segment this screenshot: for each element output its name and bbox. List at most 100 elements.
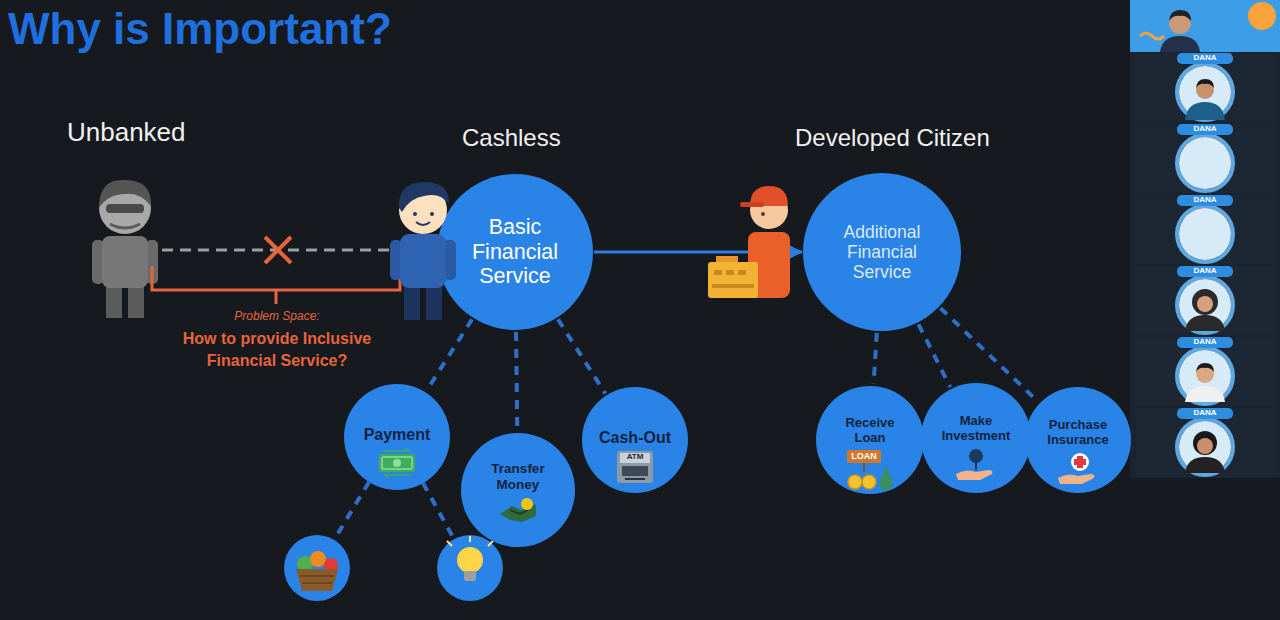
node-label: Additional Financial Service	[817, 222, 947, 282]
participant-hair	[1196, 363, 1214, 372]
logo-text: DANA	[1193, 408, 1216, 419]
person-eye	[413, 212, 417, 216]
person-arm	[92, 240, 104, 284]
video-tile	[1136, 195, 1276, 264]
handshake-symbol	[496, 496, 540, 526]
person-leg	[404, 282, 420, 320]
cashier-figure	[708, 186, 790, 298]
tile-ring	[1177, 348, 1233, 404]
sun-decoration	[1248, 2, 1276, 30]
person-hair	[99, 180, 151, 208]
register-key	[726, 270, 734, 275]
tile-circle	[1179, 350, 1231, 402]
dashed-connector	[427, 319, 472, 390]
cross-mark	[265, 237, 291, 263]
node-label: Receive Loan	[829, 416, 911, 446]
person-leg	[128, 282, 144, 318]
cross-mark	[265, 237, 291, 263]
dashed-connector	[558, 319, 605, 393]
bulb-icon-circle	[437, 535, 503, 601]
slide-title: Why is Important?	[8, 4, 392, 55]
person-hair	[399, 182, 449, 212]
logo-band	[1177, 408, 1233, 419]
person-mouth	[110, 224, 140, 228]
circle-fill	[344, 384, 450, 490]
tile-circle	[1179, 421, 1231, 473]
bulb-base	[464, 571, 476, 581]
arrow-head	[396, 243, 408, 257]
video-panel	[1130, 0, 1280, 478]
register-screen	[716, 256, 738, 264]
cashless-person	[390, 182, 456, 320]
circle-fill	[803, 173, 961, 331]
investment-symbol	[954, 448, 998, 482]
text-label: LOAN	[851, 452, 877, 462]
tile-ring	[1177, 419, 1233, 475]
participant-body	[1185, 457, 1225, 473]
logo-text: DANA	[1193, 195, 1216, 206]
participant-head	[1197, 438, 1213, 454]
person-leg	[106, 282, 122, 318]
exchange-arrow	[385, 475, 411, 478]
logo-band	[1177, 337, 1233, 348]
video-tile	[1136, 124, 1276, 193]
dashed-arrow-line	[162, 249, 396, 252]
atm-slot	[625, 478, 645, 480]
transfer-icon	[496, 496, 540, 526]
text-label: How to provide Inclusive Financial Servi…	[161, 328, 393, 373]
cashier-body	[748, 232, 790, 298]
logo-text: DANA	[1193, 53, 1216, 64]
dashed-connector	[516, 332, 517, 431]
payment-leaders	[334, 482, 454, 540]
atm-sign	[620, 453, 650, 463]
person-arm	[390, 240, 402, 280]
tile-ring	[1177, 277, 1233, 333]
bulb-glass	[457, 547, 483, 573]
icon-circle	[437, 535, 503, 601]
cap-brim	[740, 202, 764, 207]
hand	[1058, 474, 1095, 484]
money-bag	[880, 468, 893, 490]
dashed-connector	[919, 324, 951, 387]
coin-stem	[975, 462, 977, 470]
node-label: Basic Financial Service	[454, 215, 576, 289]
exchange-arrow	[383, 448, 409, 451]
cashier-head	[750, 191, 788, 229]
video-tile	[1136, 337, 1276, 406]
participant-hair	[1193, 431, 1217, 455]
loan-sign	[847, 450, 881, 463]
atm-screen	[622, 466, 648, 476]
vegetable	[324, 558, 338, 572]
text-label: Problem Space:	[234, 310, 319, 324]
red-cross	[1074, 459, 1086, 465]
presenter-tile	[1130, 0, 1280, 52]
person-head	[399, 186, 447, 234]
logo-text: DANA	[1193, 124, 1216, 135]
basket-weave	[300, 576, 334, 583]
tile-circle	[1179, 208, 1231, 260]
register-key	[714, 270, 722, 275]
banknote-seal	[393, 459, 401, 467]
node-label: Transfer Money	[477, 461, 559, 492]
tile-ring	[1177, 135, 1233, 191]
sign-post	[863, 463, 865, 472]
person-body	[400, 234, 446, 288]
cross-badge	[1071, 453, 1089, 471]
circle-node: Basic Financial Service	[437, 174, 593, 330]
bulb-glow	[447, 536, 493, 546]
cashier-cap	[750, 186, 788, 206]
person-body	[102, 236, 148, 288]
icon-circle	[284, 535, 350, 601]
banknote-frame	[382, 457, 412, 469]
logo-band	[1177, 53, 1233, 64]
participant-body	[1185, 315, 1225, 331]
hand	[956, 470, 993, 480]
participant-head	[1197, 296, 1213, 312]
participant-head	[1196, 81, 1214, 99]
circle-fill	[582, 387, 688, 493]
node-label: Purchase Insurance	[1038, 418, 1118, 448]
unbanked-person	[92, 180, 158, 318]
